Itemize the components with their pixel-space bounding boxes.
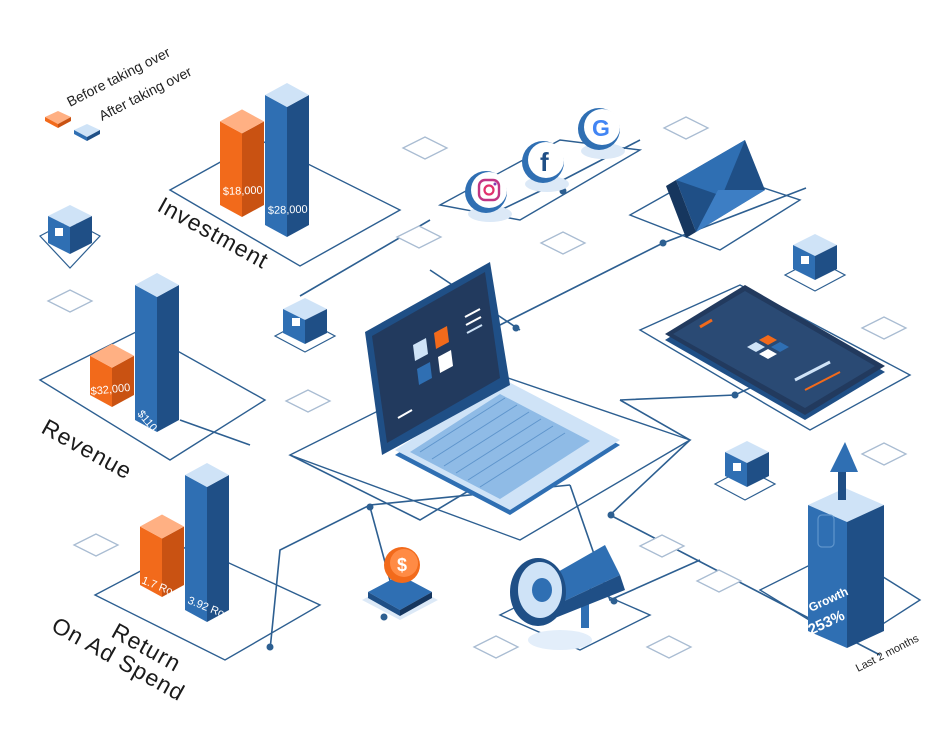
cube-icon-right-bottom [713,441,777,501]
laptop-icon [365,262,620,515]
laptop-keyboard [419,397,566,488]
arrow-up-icon [830,442,858,500]
circuit-nodes [266,187,739,651]
bar-before-roas [140,514,184,597]
growth-section: Growth 253% Last 2 months [806,442,921,675]
legend-before-swatch [45,111,71,128]
megaphone-icon [510,545,625,650]
facebook-glyph: f [540,147,549,177]
tablet-icon [665,285,885,420]
facebook-icon: f [522,141,569,192]
metric-investment: $18,000 $28,000 Investment [154,83,309,274]
cube-icon-center [273,298,337,353]
decorative-tiles [46,116,908,659]
dollar-coin-icon: $ [362,547,438,620]
bar-before-investment [220,109,264,217]
email-icon [666,140,765,238]
tablet-screen-tiles [747,335,789,359]
bar-after-roas [185,463,229,622]
google-glyph: G [592,115,610,141]
cube-icon-right-top [783,234,847,292]
growth-bar [808,488,884,648]
dollar-glyph: $ [397,555,407,575]
legend-after-swatch [74,124,100,141]
bar-before-label-revenue: $32,000 [90,382,131,398]
bar-after-investment [265,83,309,237]
google-icon: G [578,108,625,159]
bar-after-revenue [135,273,179,432]
bar-after-label-investment: $28,000 [268,204,308,217]
cube-icon-left [39,205,101,269]
instagram-icon [465,171,512,222]
metric-label-revenue: Revenue [38,414,137,485]
metric-roas: 1.7 Roas 3.92 Roas Return On Ad Spend [48,463,237,706]
legend: Before taking over After taking over [45,44,194,141]
laptop-screen-tiles [413,326,453,385]
bar-before-revenue [90,343,134,407]
bar-before-label-investment: $18,000 [223,185,263,198]
